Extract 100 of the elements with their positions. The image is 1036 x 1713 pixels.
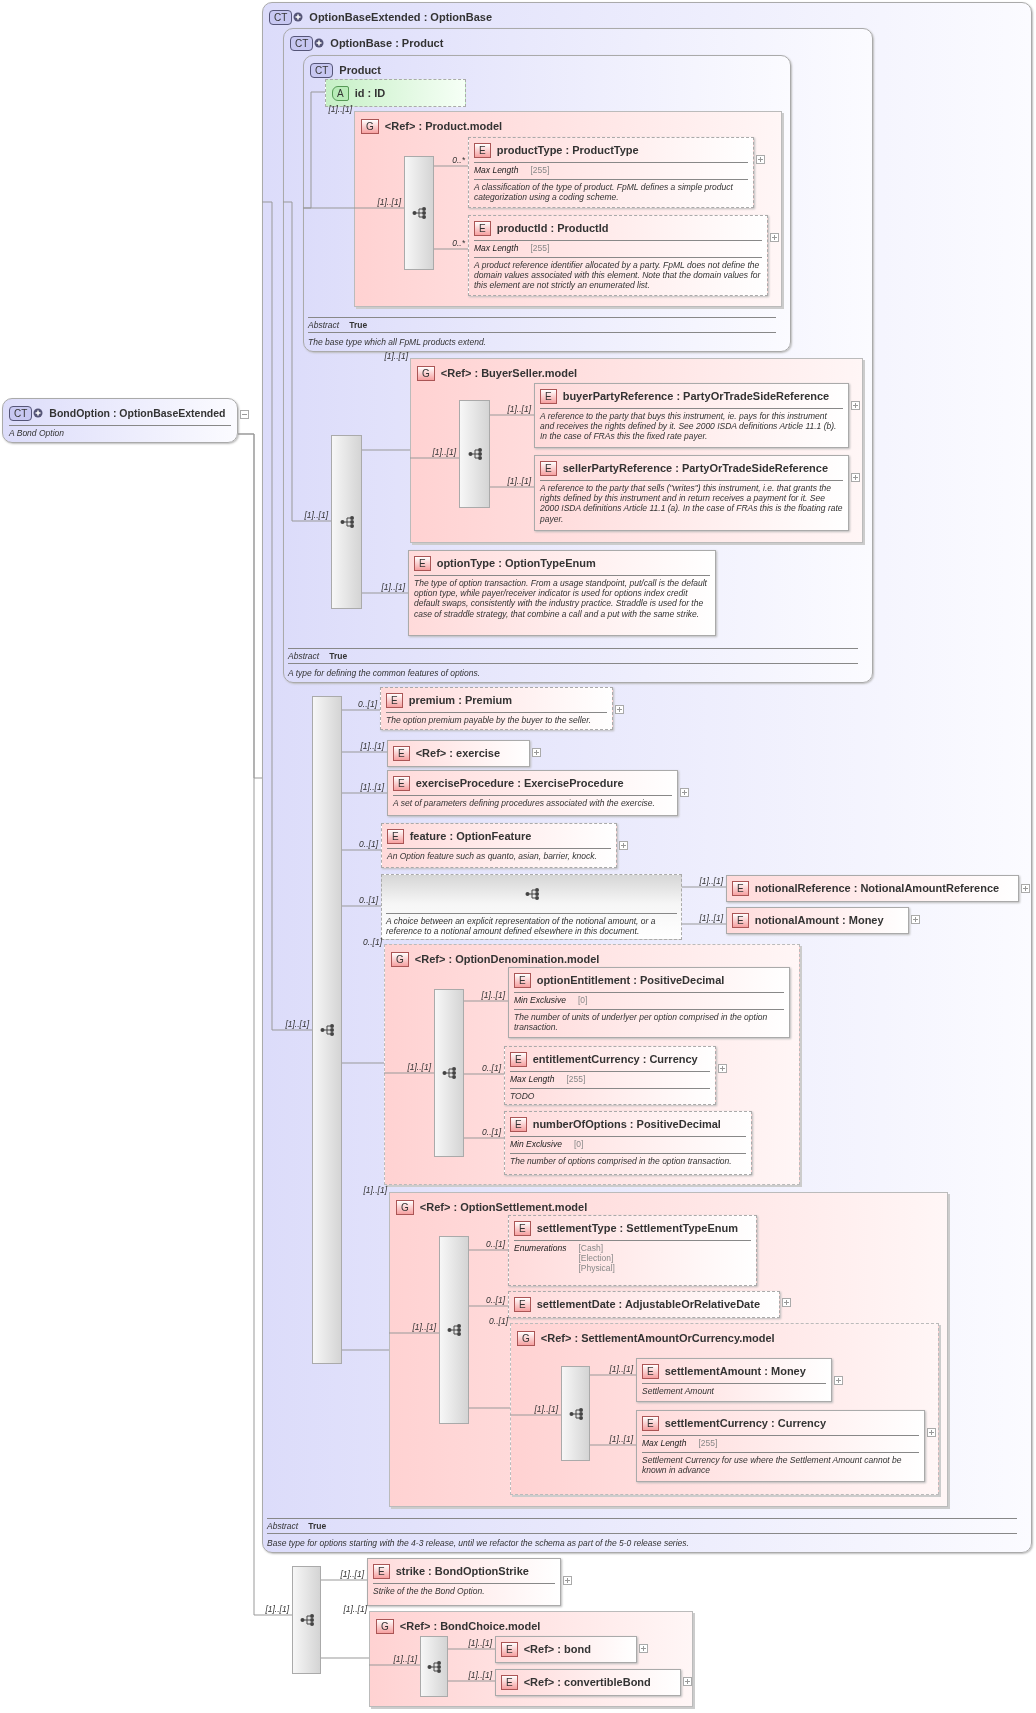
- cardinality-label: 0..[1]: [359, 839, 378, 849]
- description-text: The number of options comprised in the option transaction.: [510, 1153, 746, 1167]
- group-badge: G: [417, 365, 435, 381]
- cardinality-label: 0..[1]: [489, 1316, 508, 1326]
- description-text: TODO: [510, 1088, 710, 1102]
- element-box: [381, 823, 617, 868]
- element-box: [726, 907, 909, 934]
- description-text: Base type for options starting with the 4-3 release, until we refactor the schema as part of the 5-0 release series.: [267, 1536, 690, 1548]
- sequence-bar: [404, 156, 434, 270]
- element-box: [504, 1046, 716, 1106]
- cardinality-label: [1]..[1]: [393, 1654, 417, 1664]
- facet-value: [255]: [530, 165, 550, 175]
- type-title: notionalAmount : Money: [754, 914, 884, 926]
- element-badge: E: [642, 1415, 659, 1431]
- facet-label: Min Exclusive: [514, 995, 566, 1005]
- cardinality-label: [1]..[1]: [340, 1569, 364, 1579]
- connector-line: [361, 449, 411, 451]
- type-title: <Ref> : convertibleBond: [523, 1676, 651, 1688]
- cardinality-label: [1]..[1]: [699, 913, 723, 923]
- connector-line: [463, 1073, 505, 1075]
- complex-type-badge: CT: [290, 35, 314, 51]
- type-title: <Ref> : bond: [523, 1643, 591, 1655]
- element-box: [468, 137, 754, 208]
- description-text: A reference to the party that buys this instrument, ie. pays for this instrument and receives the rights defined by it. See 2000 ISDA definitions Article 11.1 (b). In the case of FRAs this the fixed rate payer.: [540, 408, 843, 442]
- description-text: An Option feature such as quanto, asian, barrier, knock.: [387, 848, 611, 862]
- cardinality-label: [1]..[1]: [384, 351, 408, 361]
- facet-value: [255]: [698, 1438, 718, 1448]
- element-badge: E: [474, 142, 491, 158]
- connector-line: [409, 457, 460, 459]
- cardinality-label: [1]..[1]: [609, 1364, 633, 1374]
- type-title: strike : BondOptionStrike: [395, 1565, 529, 1577]
- element-badge: E: [474, 220, 491, 236]
- type-title: settlementType : SettlementTypeEnum: [536, 1222, 738, 1234]
- connector-line: [447, 1680, 496, 1682]
- complex-type-box: [2, 398, 238, 444]
- cardinality-label: [1]..[1]: [609, 1434, 633, 1444]
- element-badge: E: [386, 692, 403, 708]
- cardinality-label: 0..[1]: [482, 1063, 501, 1073]
- description-text: A type for defining the common features of options.: [288, 666, 481, 678]
- element-box: [636, 1358, 832, 1402]
- cardinality-label: [1]..[1]: [432, 447, 456, 457]
- cardinality-label: [1]..[1]: [507, 404, 531, 414]
- facet-value: [255]: [530, 243, 550, 253]
- element-box: [508, 967, 790, 1038]
- complex-type-badge: CT: [9, 405, 33, 421]
- attribute-box: [325, 79, 466, 107]
- connector-line: [368, 1664, 421, 1666]
- description-text: A choice between an explicit representation of the notional amount, or a reference to a notional amount defined elsewhere in this document.: [386, 913, 677, 937]
- connector-line: [341, 1349, 390, 1351]
- group-box: [410, 358, 863, 543]
- group-badge: G: [396, 1199, 414, 1215]
- facet-value: [255]: [566, 1074, 586, 1084]
- type-title: Product: [339, 64, 381, 76]
- connector-line: [463, 1137, 505, 1139]
- type-title: productType : ProductType: [496, 144, 639, 156]
- type-title: <Ref> : exercise: [415, 747, 501, 759]
- cardinality-label: 0..[1]: [359, 895, 378, 905]
- connector-line: [341, 709, 381, 711]
- type-title: OptionBaseExtended : OptionBase: [309, 11, 493, 23]
- cardinality-label: 0..[1]: [358, 699, 377, 709]
- description-text: The option premium payable by the buyer to the seller.: [386, 712, 607, 726]
- cardinality-label: [1]..[1]: [343, 1604, 367, 1614]
- sequence-bar: [292, 1566, 321, 1674]
- complex-type-badge: CT: [310, 62, 334, 78]
- connector-line: [341, 792, 388, 794]
- element-badge: E: [373, 1563, 390, 1579]
- connector-line: [261, 201, 313, 1031]
- complex-type-box: [262, 2, 1032, 1553]
- description-text: A reference to the party that sells ("writes") this instrument, i.e. that grants the rights defined by this instrument and in return receives a payment for it. See 2000 ISDA definitions Article 11.1 (a). In the case of FRAs this is the floating rate payer.: [540, 480, 843, 524]
- type-title: feature : OptionFeature: [409, 830, 532, 842]
- element-box: [636, 1410, 925, 1482]
- description-text: The base type which all FpML products extend.: [308, 335, 487, 347]
- description-text: A product reference identifier allocated by a party. FpML does not define the domain values associated with this element. Note that the domain values for this element are not strictly an enumerated list.: [474, 257, 762, 291]
- sequence-bar: [312, 696, 342, 1364]
- facet-value: [0]: [573, 1139, 584, 1149]
- connector-line: [341, 751, 388, 753]
- description-text: The type of option transaction. From a usage standpoint, put/call is the default option type, while payer/receiver indicator is used for options index credit default swaps, consistently with the industry practice. Straddle is used for the case of straddle strategy, that combine a call and a put with the same strike.: [414, 575, 710, 619]
- type-title: numberOfOptions : PositiveDecimal: [532, 1118, 721, 1130]
- facet-label: Min Exclusive: [510, 1139, 562, 1149]
- type-title: optionType : OptionTypeEnum: [436, 557, 596, 569]
- choice-box: [381, 874, 682, 941]
- connector-line: [361, 592, 409, 594]
- complex-type-box: [283, 28, 873, 683]
- group-badge: G: [361, 118, 379, 134]
- element-badge: E: [501, 1674, 518, 1690]
- complex-type-box: [303, 55, 791, 352]
- cardinality-label: [1]..[1]: [534, 1404, 558, 1414]
- connector-line: [383, 1072, 435, 1074]
- connector-line: [341, 849, 382, 851]
- element-box: [468, 215, 768, 296]
- element-box: [495, 1636, 637, 1663]
- facet-label: Max Length: [642, 1438, 687, 1448]
- element-badge: E: [510, 1116, 527, 1132]
- facet-label: Max Length: [474, 243, 519, 253]
- facet-label: Max Length: [474, 165, 519, 175]
- cardinality-label: [1]..[1]: [412, 1322, 436, 1332]
- connector-line: [282, 201, 332, 522]
- cardinality-label: [1]..[1]: [328, 104, 352, 114]
- group-badge: G: [517, 1330, 535, 1346]
- description-text: A classification of the type of product. FpML defines a simple product categorization using a coding scheme.: [474, 179, 748, 203]
